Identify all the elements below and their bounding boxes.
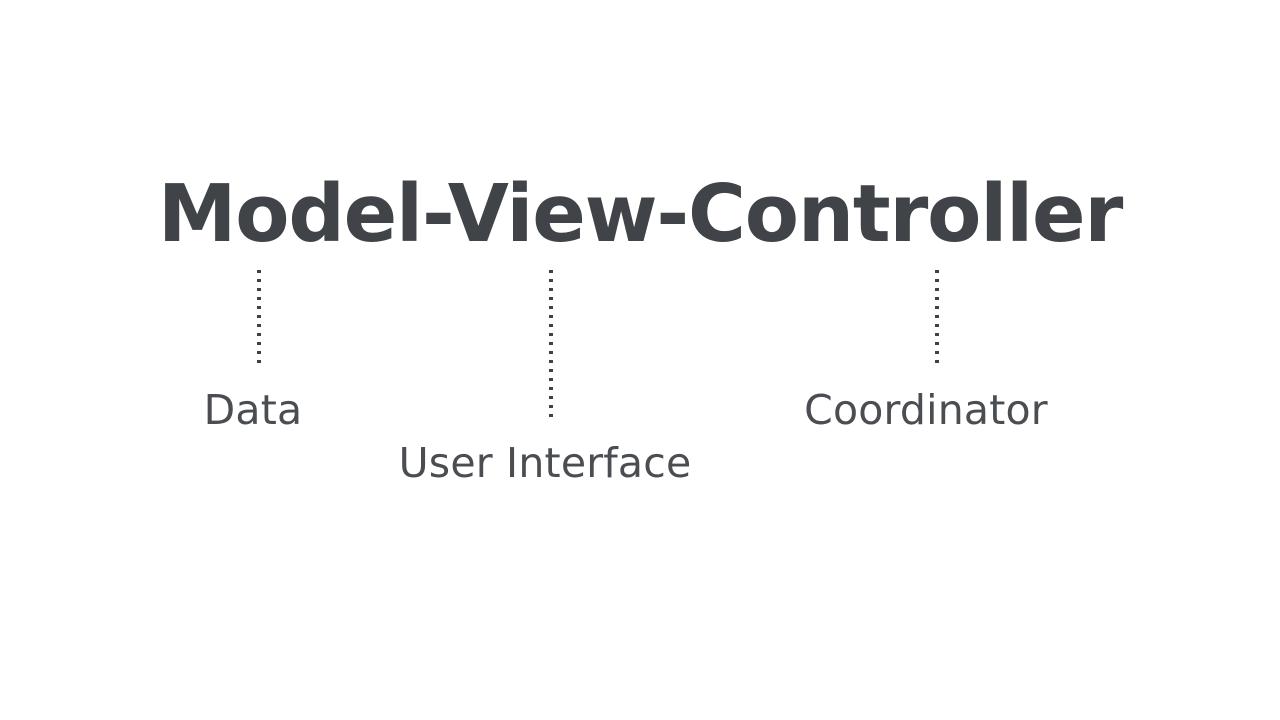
dotted-connector-controller (935, 270, 939, 363)
dotted-connector-model (257, 270, 261, 363)
sublabel-model: Data (203, 386, 303, 434)
dotted-connector-view (549, 270, 553, 420)
sublabel-controller: Coordinator (804, 386, 1048, 434)
page-title: Model-View-Controller (157, 168, 1124, 260)
sublabel-view: User Interface (398, 439, 692, 487)
